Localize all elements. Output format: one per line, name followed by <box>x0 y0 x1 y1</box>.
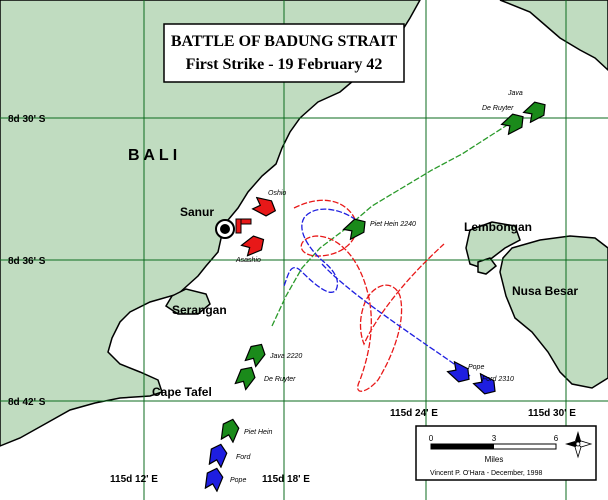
grid-labels: 8d 30' S 8d 36' S 8d 42' S 115d 12' E 11… <box>8 114 576 485</box>
ship-label: De Ruyter <box>264 376 296 383</box>
compass-rose-icon <box>565 431 593 459</box>
serangan-label: Serangan <box>172 303 227 317</box>
place-labels: B A L I Sanur Serangan Cape Tafel Lembon… <box>128 147 578 399</box>
latitude-label: 8d 30' S <box>8 114 46 125</box>
serangan-island <box>164 288 211 315</box>
ships: Java De Ruyter Oshio Asashio Piet Hein 2… <box>202 90 551 493</box>
map-subtitle: First Strike - 19 February 42 <box>186 56 383 73</box>
lembongan-island <box>465 221 521 269</box>
longitude-label: 115d 12' E <box>110 474 158 485</box>
ship-label: Java 2220 <box>269 353 302 360</box>
bali-ne-coast <box>499 0 608 72</box>
scale-tick-label: 6 <box>554 434 559 443</box>
title-box: BATTLE OF BADUNG STRAIT First Strike - 1… <box>163 23 405 83</box>
scale-box: 0 3 6 Miles Vincent P. O'Hara - December… <box>415 425 597 481</box>
landing-flag-icon <box>235 218 252 234</box>
longitude-label: 115d 24' E <box>390 408 438 419</box>
scale-unit-label: Miles <box>485 455 504 464</box>
longitude-label: 115d 18' E <box>262 474 310 485</box>
lembongan-label: Lembongan <box>464 220 532 234</box>
bali-label: B A L I <box>128 147 177 164</box>
ship-label: Piet Hein <box>244 429 273 436</box>
longitude-label: 115d 30' E <box>528 408 576 419</box>
sanur-label: Sanur <box>180 205 214 219</box>
lembongan-islet <box>477 257 498 275</box>
bali-coast <box>0 0 421 447</box>
latitude-label: 8d 36' S <box>8 256 46 267</box>
ship-label: Oshio <box>268 190 286 197</box>
ship-label: Java <box>507 90 523 97</box>
nusa-besar-label: Nusa Besar <box>512 284 578 298</box>
scale-tick-label: 3 <box>492 434 497 443</box>
ship-label: Asashio <box>235 257 261 264</box>
ship-label: Ford <box>236 454 252 461</box>
red-track <box>293 199 445 392</box>
map-title: BATTLE OF BADUNG STRAIT <box>171 33 398 50</box>
town-marker-icon <box>215 219 235 239</box>
cape-tafel-label: Cape Tafel <box>152 385 212 399</box>
latitude-label: 8d 42' S <box>8 397 46 408</box>
ship-label: Piet Hein 2240 <box>370 221 416 228</box>
ship-label: De Ruyter <box>482 105 514 112</box>
green-track <box>271 121 513 327</box>
credit-text: Vincent P. O'Hara - December, 1998 <box>430 470 542 477</box>
ship-label: Pope <box>230 477 246 484</box>
ship-label: Ford 2310 <box>482 376 514 383</box>
scale-tick-label: 0 <box>429 434 434 443</box>
land-layer <box>0 0 608 447</box>
ship-label: Pope <box>468 364 484 371</box>
